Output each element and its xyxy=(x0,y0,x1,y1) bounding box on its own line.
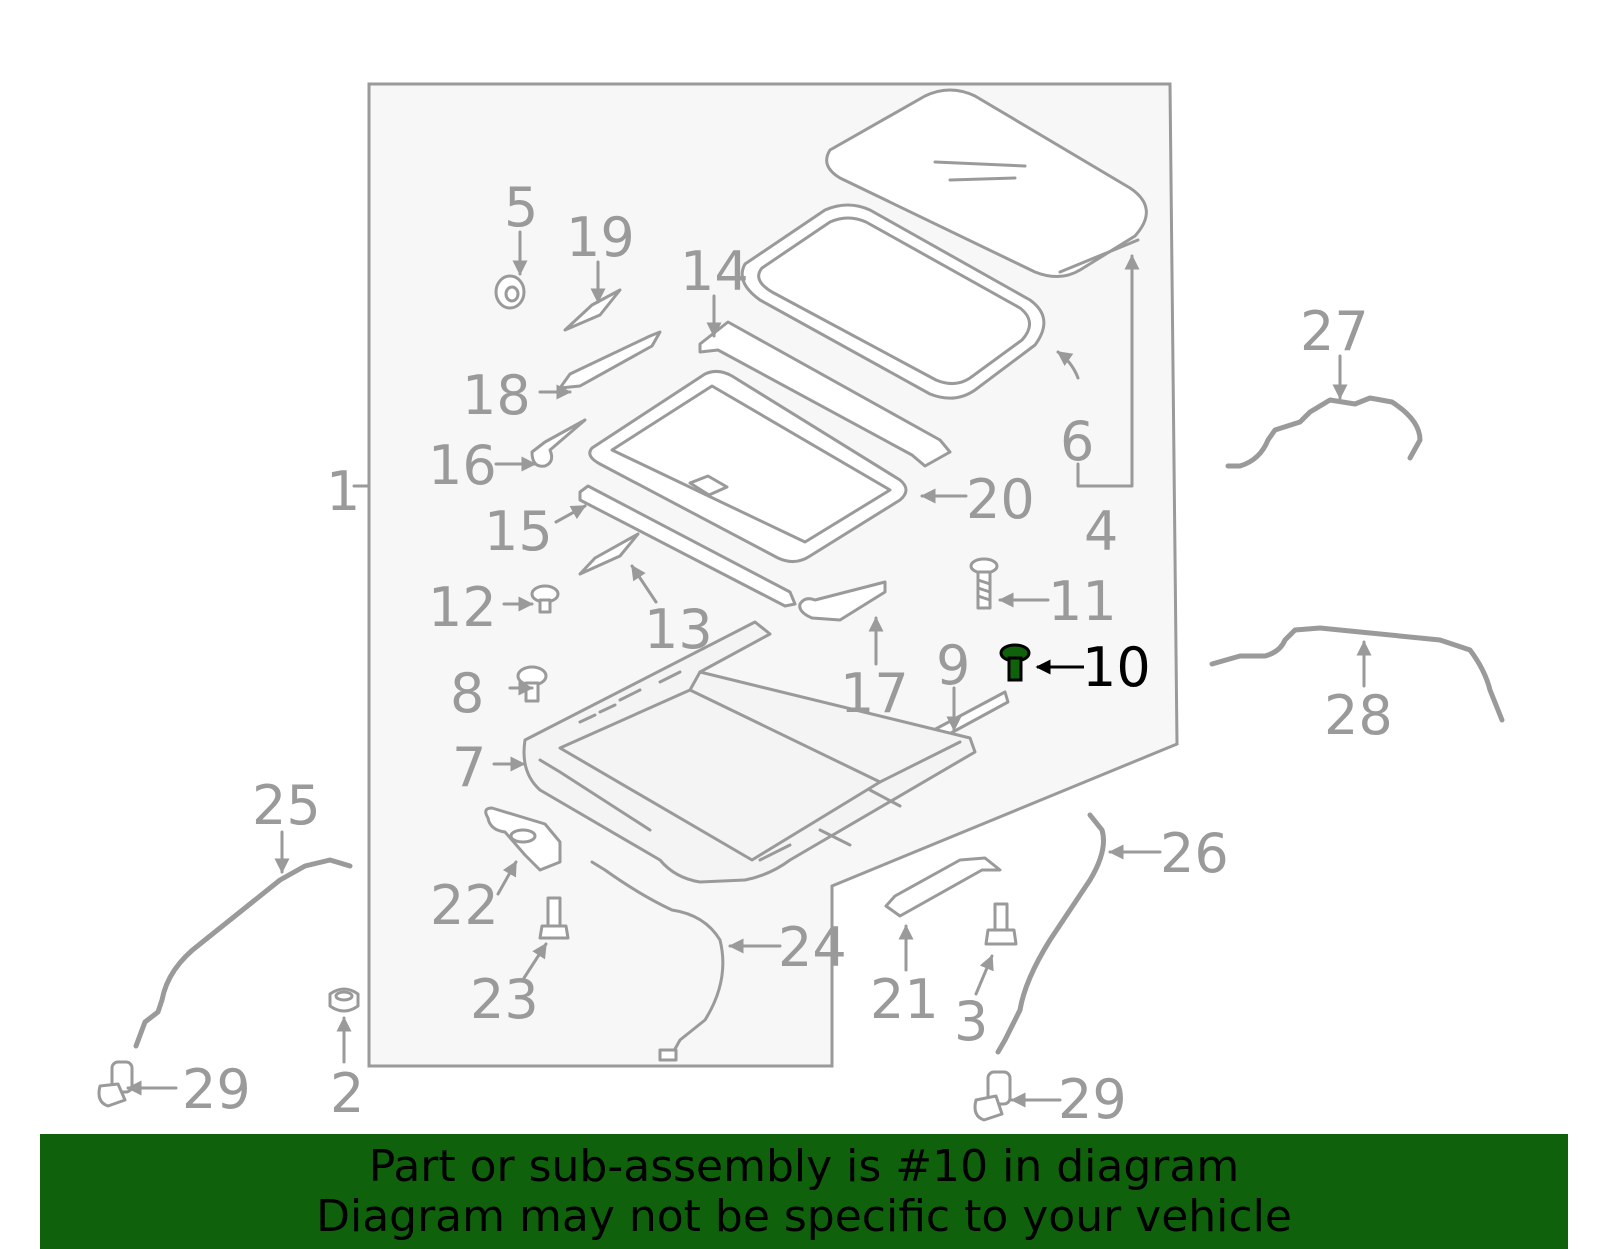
part-25-drain-hose[interactable] xyxy=(133,857,353,1049)
part-2-nut[interactable] xyxy=(328,987,360,1013)
callout-19: 19 xyxy=(566,206,635,269)
callout-26: 26 xyxy=(1160,822,1229,885)
part-17-corner-piece[interactable] xyxy=(798,580,887,622)
callout-10: 10 xyxy=(1082,636,1151,699)
info-banner: Part or sub-assembly is #10 in diagram D… xyxy=(40,1134,1568,1249)
part-11-bolt[interactable] xyxy=(969,557,999,610)
part-4-glass-panel[interactable] xyxy=(825,88,1148,278)
callout-12: 12 xyxy=(428,576,497,639)
part-10-screw-highlighted[interactable] xyxy=(999,643,1031,682)
callout-29-right: 29 xyxy=(1058,1068,1127,1131)
part-7-frame[interactable] xyxy=(522,620,977,884)
part-12-clip[interactable] xyxy=(530,584,560,614)
callout-8: 8 xyxy=(450,662,484,725)
part-29-valve-left[interactable] xyxy=(97,1060,134,1108)
banner-line-1: Part or sub-assembly is #10 in diagram xyxy=(368,1141,1240,1192)
part-15-trim-strip[interactable] xyxy=(578,484,797,608)
part-3-bolt[interactable] xyxy=(984,902,1018,946)
callout-15: 15 xyxy=(484,500,553,563)
callout-13: 13 xyxy=(644,598,713,661)
part-24-cable[interactable] xyxy=(590,860,725,1062)
callout-2: 2 xyxy=(330,1062,364,1125)
callout-22: 22 xyxy=(430,874,499,937)
callout-18: 18 xyxy=(462,364,531,427)
callout-4: 4 xyxy=(1084,500,1118,563)
callout-21: 21 xyxy=(870,968,939,1031)
part-27-drain-hose[interactable] xyxy=(1225,395,1423,469)
callout-17: 17 xyxy=(840,662,909,725)
part-28-drain-hose[interactable] xyxy=(1209,625,1505,723)
part-19-pad[interactable] xyxy=(563,288,622,332)
callout-6: 6 xyxy=(1060,410,1094,473)
callout-20: 20 xyxy=(966,468,1035,531)
callout-7: 7 xyxy=(452,736,486,799)
callout-25: 25 xyxy=(252,774,321,837)
callout-24: 24 xyxy=(778,916,847,979)
part-6-glass-seal[interactable] xyxy=(740,203,1046,400)
callout-28: 28 xyxy=(1324,684,1393,747)
leader-lines xyxy=(126,230,1372,1108)
callout-3: 3 xyxy=(954,990,988,1053)
callout-5: 5 xyxy=(504,176,538,239)
callout-9: 9 xyxy=(936,634,970,697)
part-13-pad[interactable] xyxy=(578,532,640,576)
part-5-grommet[interactable] xyxy=(494,274,526,310)
banner-line-2: Diagram may not be specific to your vehi… xyxy=(316,1191,1292,1242)
part-20-sunshade[interactable] xyxy=(588,369,908,563)
part-26-drain-hose[interactable] xyxy=(995,812,1106,1055)
callout-16: 16 xyxy=(428,434,497,497)
callout-23: 23 xyxy=(470,968,539,1031)
callout-27: 27 xyxy=(1300,300,1369,363)
callout-14: 14 xyxy=(680,240,749,303)
callout-11: 11 xyxy=(1048,570,1117,633)
part-18-bracket[interactable] xyxy=(558,330,662,390)
part-23-bolt[interactable] xyxy=(538,896,570,940)
callout-1: 1 xyxy=(326,460,360,523)
callout-29-left: 29 xyxy=(182,1058,251,1121)
part-29-valve-right[interactable] xyxy=(973,1070,1012,1122)
part-21-rail-bracket[interactable] xyxy=(884,856,1002,918)
part-14-deflector[interactable] xyxy=(698,320,952,468)
part-22-bracket[interactable] xyxy=(484,806,562,872)
